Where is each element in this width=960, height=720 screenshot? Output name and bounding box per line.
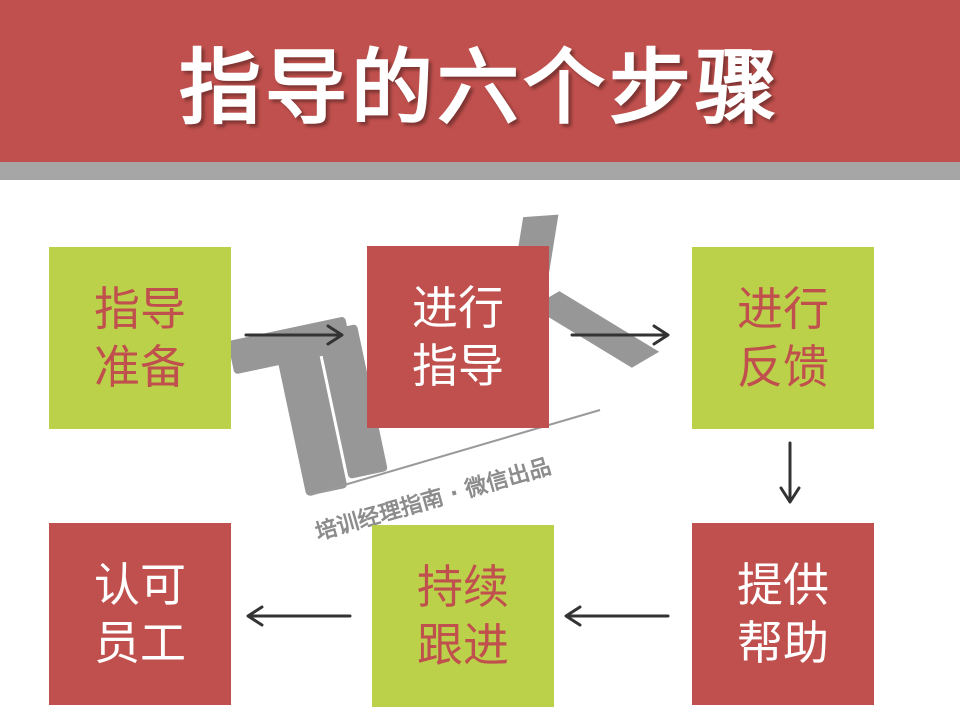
- step-4-line1: 提供: [737, 558, 829, 612]
- step-4-line2: 帮助: [737, 616, 829, 670]
- step-2-line2: 指导: [412, 339, 504, 393]
- step-1-box: 指导 准备: [49, 247, 231, 429]
- arrow-4-to-5: [564, 605, 670, 627]
- step-5-box: 持续 跟进: [372, 525, 554, 707]
- arrow-3-to-4: [779, 441, 801, 504]
- step-6-line1: 认可: [94, 558, 186, 612]
- watermark-stroke-3: [532, 291, 660, 368]
- step-3-line1: 进行: [737, 282, 829, 336]
- step-1-line1: 指导: [94, 282, 186, 336]
- header-divider: [0, 162, 960, 180]
- step-3-box: 进行 反馈: [692, 247, 874, 429]
- header-bar: [0, 0, 960, 162]
- watermark-t-stem: [276, 341, 347, 496]
- step-6-box: 认可 员工: [49, 523, 231, 705]
- step-2-box: 进行 指导: [367, 246, 549, 428]
- step-4-box: 提供 帮助: [692, 523, 874, 705]
- arrow-1-to-2: [244, 324, 344, 346]
- step-1-line2: 准备: [94, 340, 186, 394]
- step-5-line1: 持续: [417, 560, 509, 614]
- arrow-2-to-3: [570, 324, 670, 346]
- page-title: 指导的六个步骤: [178, 40, 781, 136]
- step-6-line2: 员工: [94, 616, 186, 670]
- watermark-t-bar: [228, 317, 352, 374]
- step-5-line2: 跟进: [417, 618, 509, 672]
- step-3-line2: 反馈: [737, 340, 829, 394]
- arrow-5-to-6: [246, 605, 352, 627]
- step-2-line1: 进行: [412, 281, 504, 335]
